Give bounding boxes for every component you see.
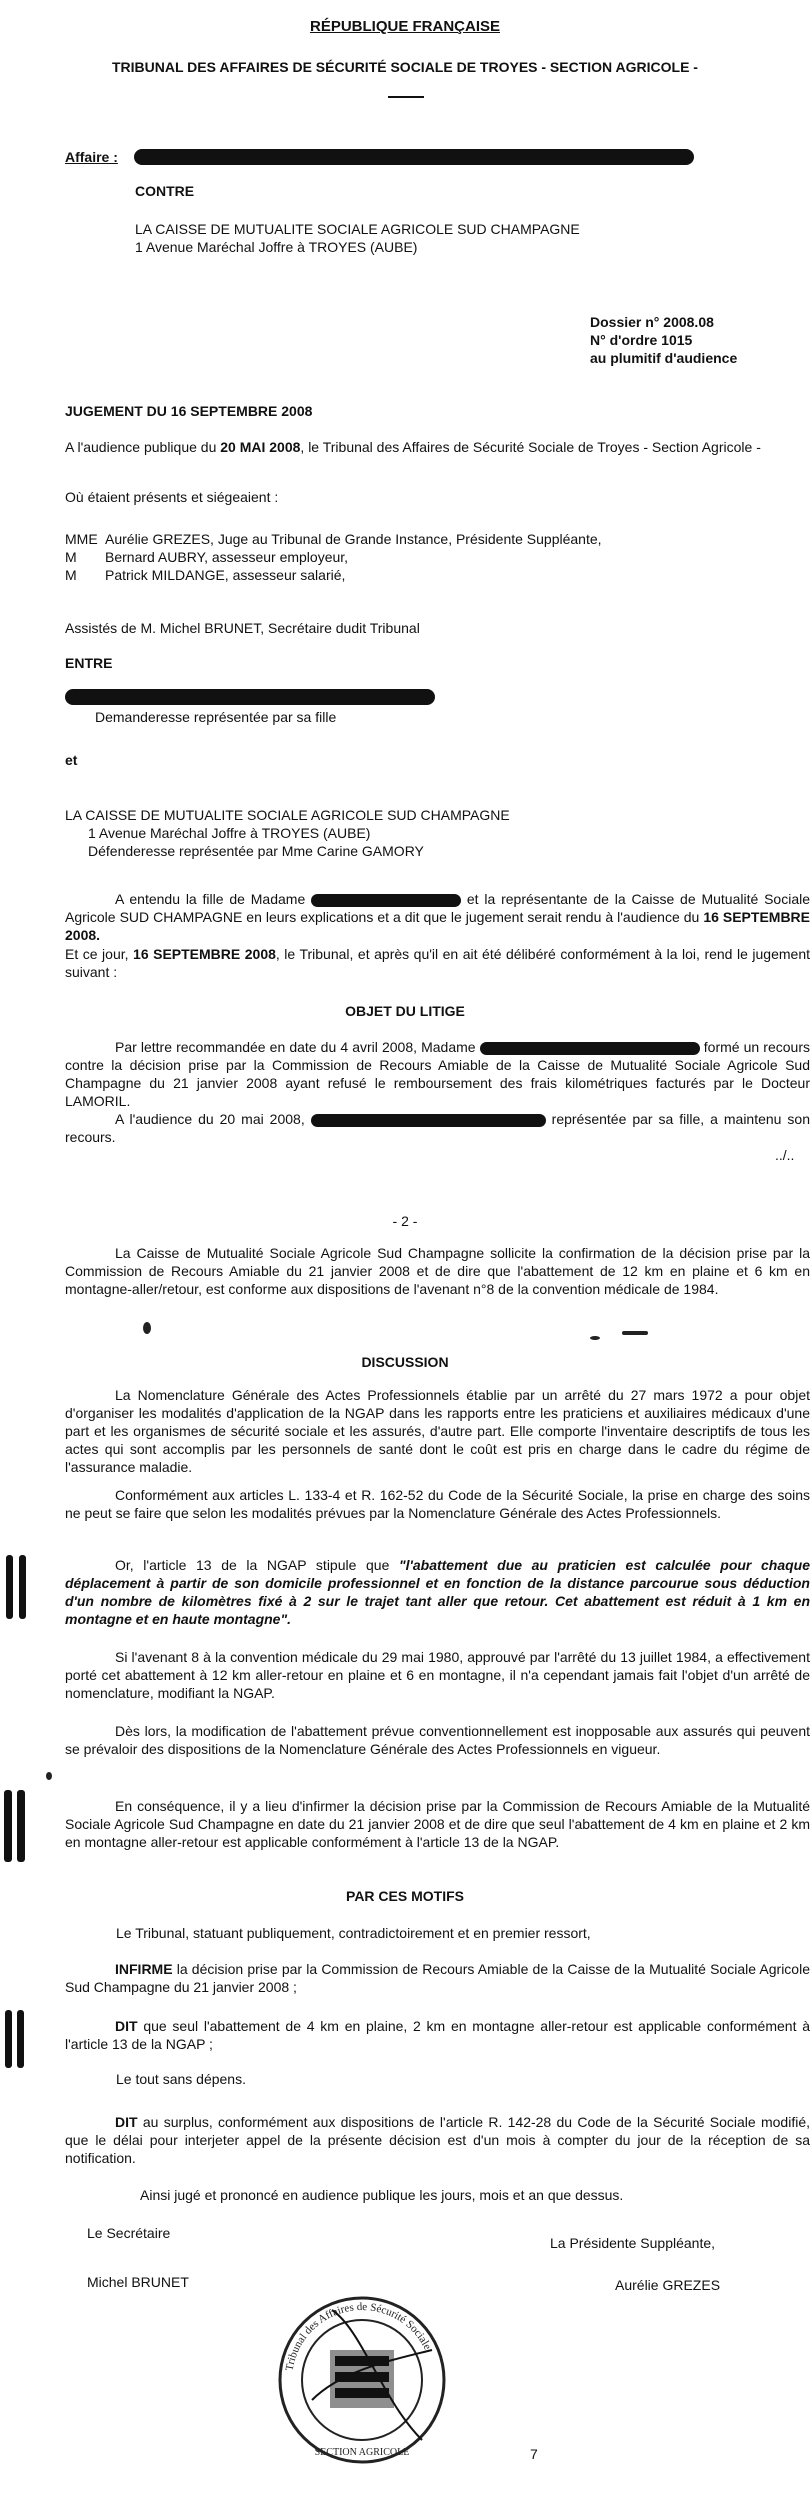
defendant-address: 1 Avenue Maréchal Joffre à TROYES (AUBE) — [88, 825, 371, 841]
demanderesse-line: Demanderesse représentée par sa fille — [95, 709, 337, 725]
hearing-paragraph: A entendu la fille de Madame et la repré… — [65, 891, 810, 943]
page-mark: 7 — [530, 2446, 538, 2462]
margin-mark — [4, 1790, 12, 1862]
judgment-title: JUGEMENT DU 16 SEPTEMBRE 2008 — [65, 403, 313, 419]
discussion-paragraph: La Nomenclature Générale des Actes Profe… — [65, 1387, 810, 1475]
discussion-paragraph: Conformément aux articles L. 133-4 et R.… — [65, 1487, 810, 1521]
motifs-title: PAR CES MOTIFS — [346, 1888, 464, 1904]
objet-title: OBJET DU LITIGE — [345, 1003, 465, 1019]
scan-speck — [590, 1336, 600, 1340]
margin-mark — [17, 2010, 24, 2068]
motifs-line: Le Tribunal, statuant publiquement, cont… — [116, 1925, 591, 1941]
continued-mark: ../.. — [775, 1147, 795, 1163]
motifs-line: Ainsi jugé et prononcé en audience publi… — [140, 2187, 624, 2203]
scan-speck — [46, 1772, 52, 1780]
discussion-paragraph: Dès lors, la modification de l'abattemen… — [65, 1723, 810, 1757]
secretary-title: Le Secrétaire — [87, 2225, 171, 2241]
objet-paragraph: Par lettre recommandée en date du 4 avri… — [65, 1039, 810, 1109]
contre-address: 1 Avenue Maréchal Joffre à TROYES (AUBE) — [135, 239, 418, 255]
seal-graphic: Tribunal des Affaires de Sécurité Social… — [278, 2296, 446, 2464]
presents-label: Où étaient présents et siégeaient : — [65, 489, 279, 505]
defendant-name: LA CAISSE DE MUTUALITE SOCIALE AGRICOLE … — [65, 807, 510, 823]
president-name: Aurélie GREZES — [615, 2277, 721, 2293]
redaction-bar — [65, 689, 435, 705]
affaire-label: Affaire : — [65, 149, 118, 165]
tribunal-heading: TRIBUNAL DES AFFAIRES DE SÉCURITÉ SOCIAL… — [112, 59, 698, 75]
republic-heading: RÉPUBLIQUE FRANÇAISE — [309, 18, 500, 35]
president-title: La Présidente Suppléante, — [550, 2235, 716, 2251]
seal-bottom-text: SECTION AGRICOLE — [315, 2447, 410, 2458]
dossier-plumitif: au plumitif d'audience — [590, 350, 738, 366]
dossier-ordre: N° d'ordre 1015 — [590, 332, 693, 348]
dossier-number: Dossier n° 2008.08 — [590, 314, 714, 330]
objet-paragraph: La Caisse de Mutualité Sociale Agricole … — [65, 1245, 810, 1297]
secretary-name: Michel BRUNET — [87, 2274, 189, 2290]
contre-label: CONTRE — [135, 183, 195, 199]
contre-party: LA CAISSE DE MUTUALITE SOCIALE AGRICOLE … — [135, 221, 580, 237]
discussion-paragraph: En conséquence, il y a lieu d'infirmer l… — [65, 1798, 810, 1850]
header-divider — [388, 96, 424, 98]
entre-label: ENTRE — [65, 655, 113, 671]
objet-paragraph: A l'audience du 20 mai 2008, représentée… — [65, 1111, 810, 1145]
ruling-paragraph: Et ce jour, 16 SEPTEMBRE 2008, le Tribun… — [65, 946, 810, 980]
margin-mark — [6, 1555, 13, 1619]
motifs-paragraph: DIT que seul l'abattement de 4 km en pla… — [65, 2018, 810, 2052]
margin-mark — [17, 1790, 25, 1862]
margin-mark — [5, 2010, 12, 2068]
redaction-bar — [311, 893, 462, 907]
assiste-line: Assistés de M. Michel BRUNET, Secrétaire… — [65, 620, 420, 636]
motifs-paragraph: INFIRME la décision prise par la Commiss… — [65, 1961, 810, 1995]
margin-mark — [19, 1555, 26, 1619]
redaction-bar — [479, 1041, 700, 1055]
motifs-paragraph: DIT au surplus, conformément aux disposi… — [65, 2114, 810, 2166]
discussion-paragraph: Or, l'article 13 de la NGAP stipule que … — [65, 1557, 810, 1627]
redaction-bar — [310, 1113, 546, 1127]
defenderesse-line: Défenderesse représentée par Mme Carine … — [88, 843, 424, 859]
scan-speck — [622, 1331, 648, 1335]
discussion-paragraph: Si l'avenant 8 à la convention médicale … — [65, 1649, 810, 1701]
motifs-line: Le tout sans dépens. — [116, 2071, 246, 2087]
discussion-title: DISCUSSION — [361, 1354, 449, 1370]
official-seal: Tribunal des Affaires de Sécurité Social… — [272, 2250, 452, 2500]
scan-speck — [143, 1322, 151, 1334]
et-label: et — [65, 752, 78, 768]
audience-paragraph: A l'audience publique du 20 MAI 2008, le… — [65, 439, 761, 455]
redaction-bar — [134, 149, 694, 165]
page-number: - 2 - — [392, 1213, 418, 1229]
